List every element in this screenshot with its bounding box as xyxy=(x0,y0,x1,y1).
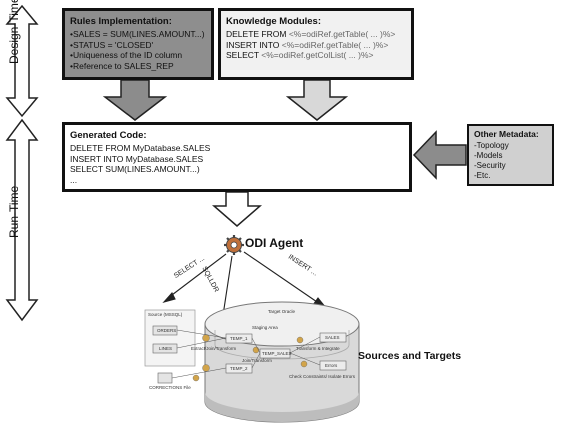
metadata-line: -Topology xyxy=(474,141,509,150)
rules-implementation-box: Rules Implementation: •SALES = SUM(LINES… xyxy=(62,8,214,80)
generated-code-line: SELECT SUM(LINES.AMOUNT...) xyxy=(70,164,200,174)
flat-file-label: CORRECTIONS File xyxy=(149,385,191,390)
design-time-arrow xyxy=(5,4,39,118)
metadata-line: -Etc. xyxy=(474,171,491,180)
orders-label: ORDERS xyxy=(157,328,177,333)
errors-table-icon xyxy=(319,360,347,371)
transform-integrate-label: Transform & Integrate xyxy=(296,346,340,351)
extract-load-label: Extract/Join/Transform xyxy=(191,346,237,351)
gear-icon xyxy=(224,235,244,255)
rules-line: •SALES = SUM(LINES.AMOUNT...) xyxy=(70,29,205,39)
rules-title: Rules Implementation: xyxy=(70,16,172,27)
km-keyword: DELETE FROM xyxy=(226,29,289,39)
lines-table-icon xyxy=(152,343,178,354)
source-title: Source (MSSQL) xyxy=(148,312,183,317)
sales-label: SALES xyxy=(325,335,340,340)
thumbnail-flow-lines xyxy=(171,329,321,379)
generated-code-line: ... xyxy=(70,174,78,185)
code-to-agent-arrow xyxy=(211,191,263,227)
metadata-left-arrow xyxy=(412,130,467,180)
rules-line: •STATUS = 'CLOSED' xyxy=(70,39,154,50)
target-title: Target Oracle xyxy=(268,309,296,314)
odi-agent-label: ODI Agent xyxy=(245,236,304,250)
orders-table-icon xyxy=(152,325,178,336)
temp1-label: TEMP_1 xyxy=(230,336,248,341)
km-line: DELETE FROM <%=odiRef.getTable( ... )%> xyxy=(226,29,407,40)
rules-down-arrow xyxy=(102,79,168,121)
run-time-label: Run-Time xyxy=(7,185,21,238)
check-constraints-label: Check Constraints/ Isolate Errors xyxy=(289,374,356,379)
sources-targets-label: Sources and Targets xyxy=(358,350,462,362)
km-down-arrow xyxy=(285,79,349,121)
lines-label: LINES xyxy=(159,346,173,351)
flat-file-icon xyxy=(157,372,173,384)
km-keyword: SELECT xyxy=(226,50,262,60)
temp2-table-icon xyxy=(225,363,253,374)
staging-title: Staging Area xyxy=(252,325,278,330)
join-transform-label: Join/Transform xyxy=(242,358,272,363)
generated-code-title: Generated Code: xyxy=(70,130,147,141)
errors-label: Errors xyxy=(325,363,338,368)
rules-line: •Reference to SALES_REP xyxy=(70,60,174,71)
run-time-arrow xyxy=(5,118,39,322)
generated-code-line: DELETE FROM MyDatabase.SALES xyxy=(70,143,211,153)
metadata-title: Other Metadata: xyxy=(474,129,539,139)
rules-line: •Uniqueness of the ID column xyxy=(70,50,183,60)
sales-table-icon xyxy=(319,332,347,343)
km-reference: <%=odiRef.getTable( ... )%> xyxy=(281,39,389,50)
km-keyword: INSERT INTO xyxy=(226,39,282,50)
other-metadata-box: Other Metadata: -Topology -Models -Secur… xyxy=(467,124,554,186)
metadata-line: -Models xyxy=(474,151,503,160)
knowledge-modules-box: Knowledge Modules: DELETE FROM <%=odiRef… xyxy=(218,8,414,80)
generated-code-line: INSERT INTO MyDatabase.SALES xyxy=(70,153,204,164)
source-container xyxy=(144,309,196,367)
km-title: Knowledge Modules: xyxy=(226,16,321,27)
temp2-label: TEMP_2 xyxy=(230,366,248,371)
km-line: INSERT INTO <%=odiRef.getTable( ... )%> xyxy=(226,40,407,51)
metadata-line: -Security xyxy=(474,161,506,170)
km-reference: <%=odiRef.getColList( ... )%> xyxy=(261,50,374,60)
design-time-label: Design-Time xyxy=(7,0,21,64)
generated-code-box: Generated Code: DELETE FROM MyDatabase.S… xyxy=(62,122,412,192)
temp-sales-label: TEMP_SALES xyxy=(262,351,292,356)
km-line: SELECT <%=odiRef.getColList( ... )%> xyxy=(226,50,407,61)
km-reference: <%=odiRef.getTable( ... )%> xyxy=(288,29,396,39)
